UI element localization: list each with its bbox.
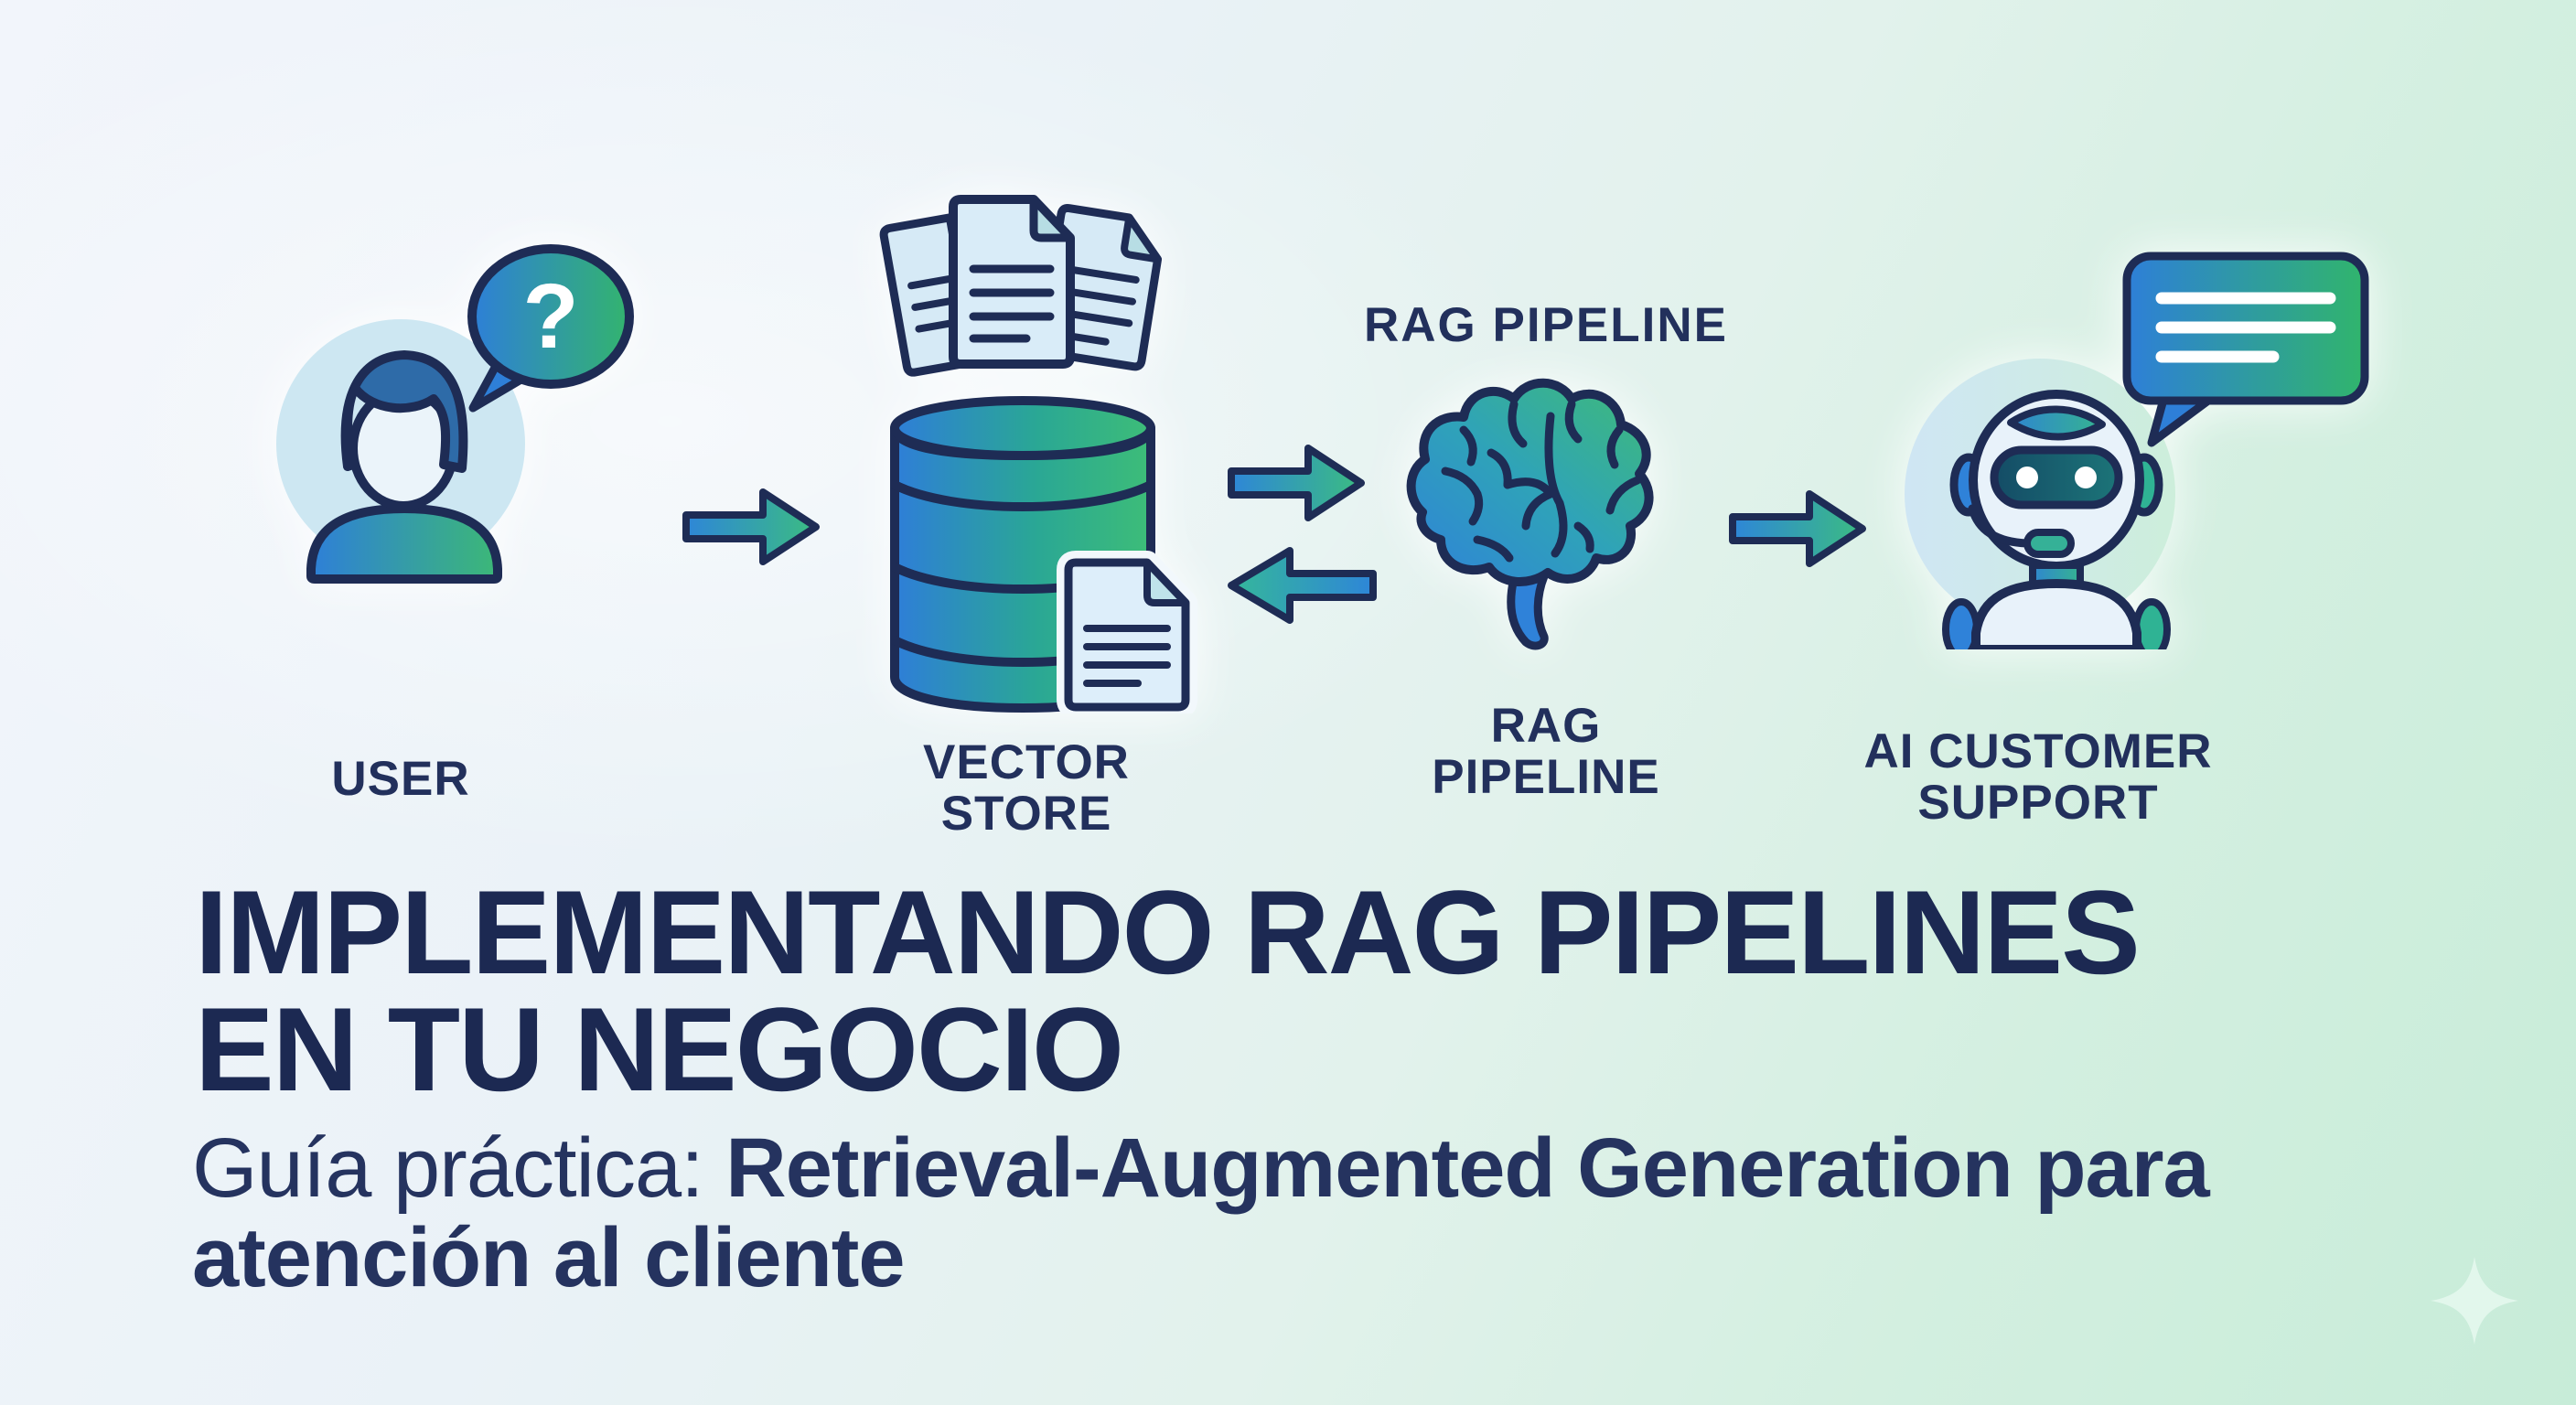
page-title: IMPLEMENTANDO RAG PIPELINES EN TU NEGOCI… [195,865,2141,1116]
rag-pipeline-label-line1: RAG [1490,699,1602,753]
user-torso [306,504,502,584]
retrieved-doc-icon [1057,551,1197,713]
ai-support-robot-icon [1905,252,2369,649]
subtitle-emphasis: Retrieval-Augmented Generation para [725,1121,2209,1215]
arrow-left-icon [1228,547,1377,624]
chat-bubble-icon [2122,252,2369,447]
subtitle-line2: atención al cliente [192,1211,906,1304]
vector-store-label-line1: VECTOR [923,735,1130,789]
documents-icon [879,195,1163,377]
question-bubble-icon: ? [467,244,634,413]
arrow-right-icon [682,488,820,565]
title-line1: IMPLEMENTANDO RAG PIPELINES [195,865,2141,999]
vector-store-icon [879,195,1197,713]
ai-support-label-line1: AI CUSTOMER [1863,724,2213,778]
user-icon: ? [276,244,634,584]
user-label: USER [331,752,470,806]
robot-figure [1942,390,2171,649]
title-line2: EN TU NEGOCIO [195,982,1124,1116]
brain-icon [1406,378,1654,650]
vector-store-label-line2: STORE [940,787,1112,841]
arrow-right-icon [1228,445,1365,521]
subtitle-lead: Guía práctica: [192,1121,726,1215]
page-subtitle: Guía práctica: Retrieval-Augmented Gener… [192,1121,2210,1304]
subtitle-line1: Guía práctica: Retrieval-Augmented Gener… [192,1121,2210,1215]
arrow-right-icon [1729,490,1866,567]
sparkle-icon [2431,1257,2518,1345]
rag-pipeline-label-line2: PIPELINE [1432,750,1660,804]
ai-support-label-line2: SUPPORT [1917,776,2159,830]
user-hair [340,350,468,473]
rag-pipeline-top-label: RAG PIPELINE [1363,298,1728,352]
question-mark-glyph: ? [522,265,578,368]
